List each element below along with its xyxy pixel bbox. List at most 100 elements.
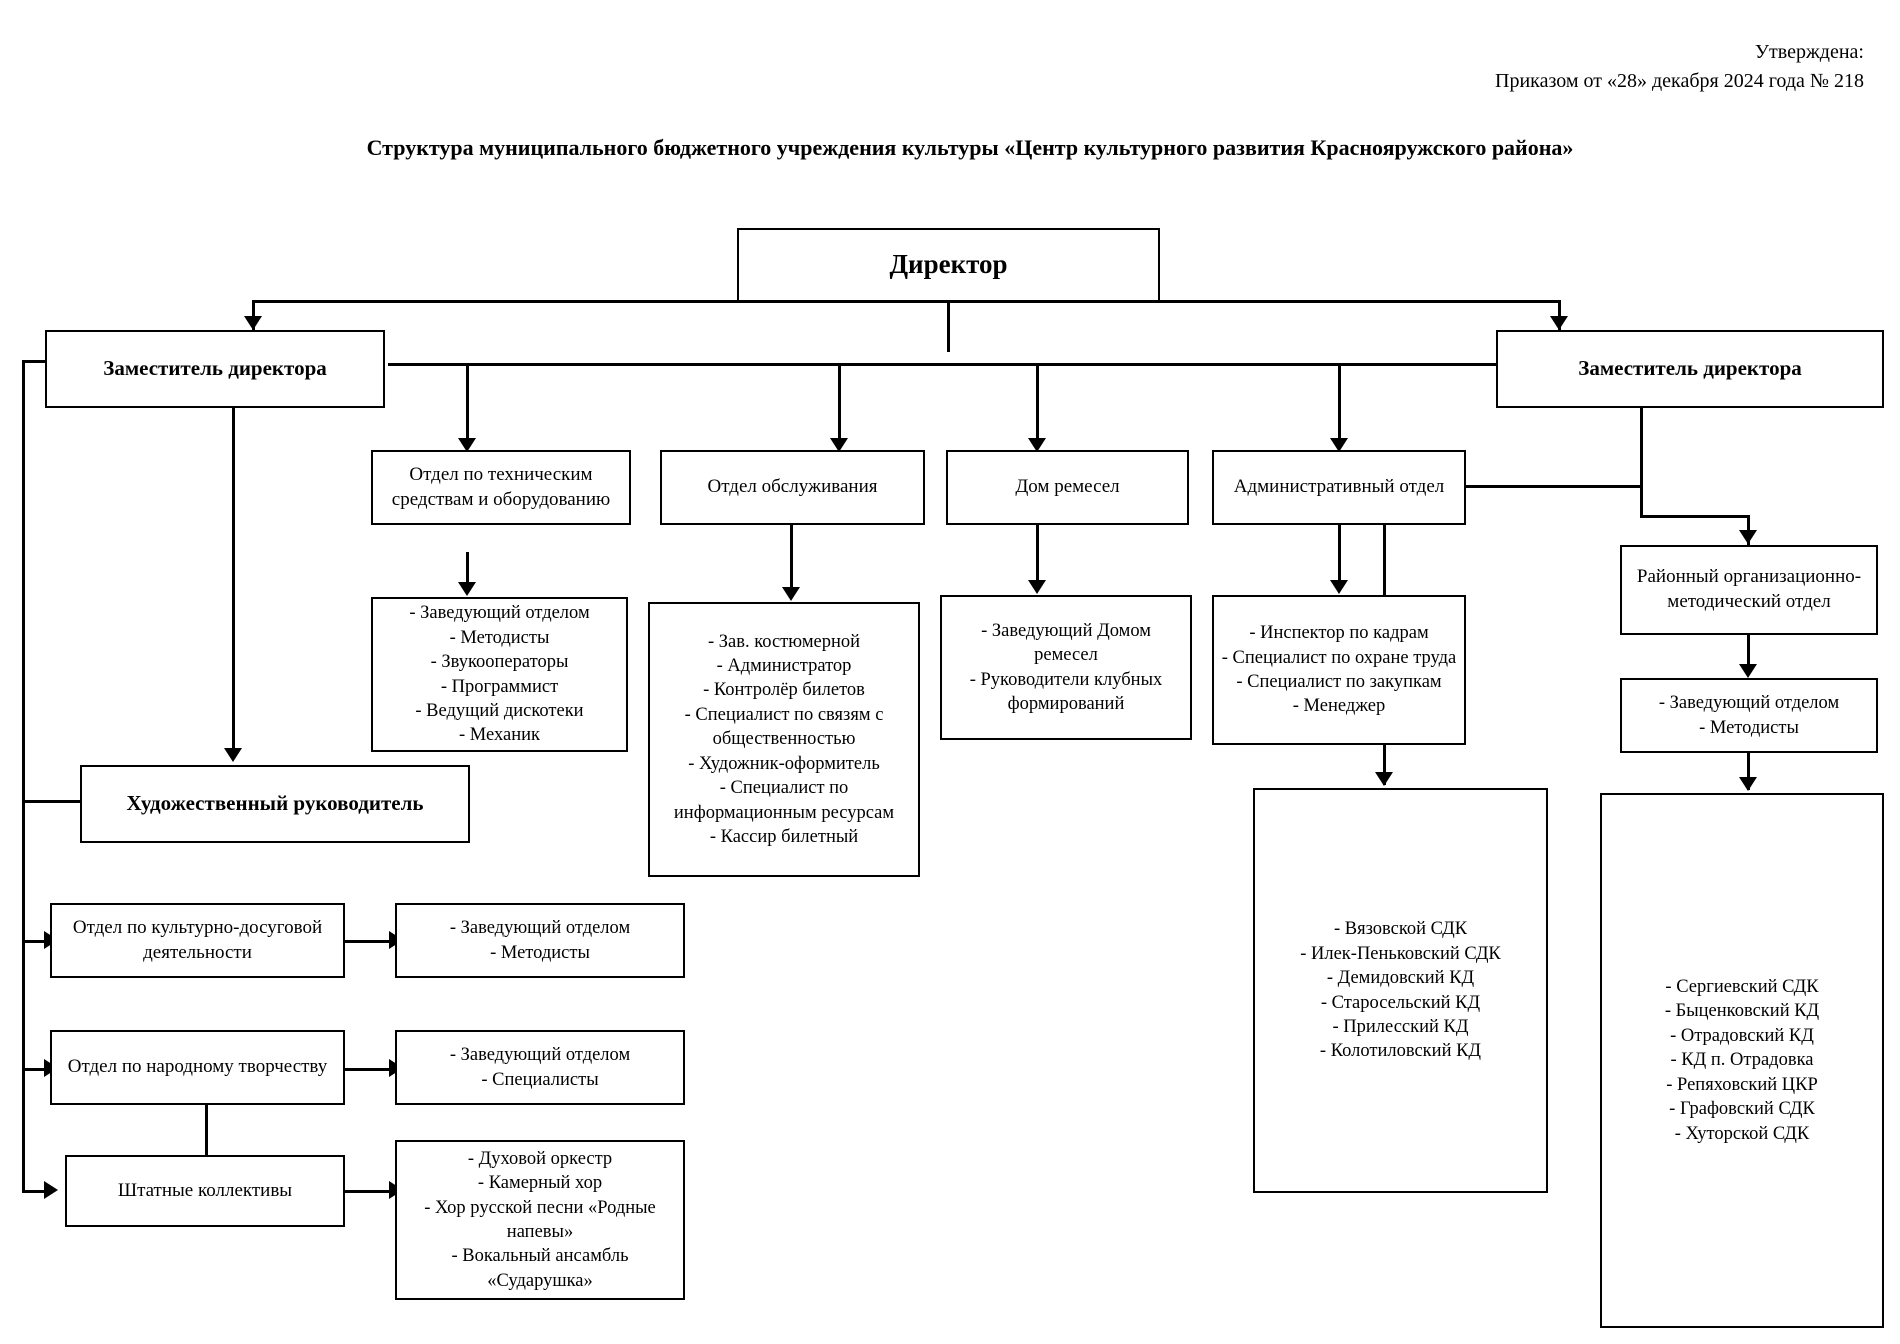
approval-block: Утверждена: Приказом от «28» декабря 202… <box>1495 38 1864 96</box>
list-item: - Методисты <box>449 627 550 648</box>
list-item: - Графовский СДК <box>1669 1099 1815 1120</box>
arrow-admin-staff <box>1330 580 1348 594</box>
node-service-dept[interactable]: Отдел обслуживания <box>660 450 925 525</box>
node-cultural-leisure-dept[interactable]: Отдел по культурно-досуговой деятельност… <box>50 903 345 978</box>
list-cultural-leisure-staff: - Заведующий отделом - Методисты <box>395 903 685 978</box>
connector-drop-crafts <box>1036 363 1039 448</box>
node-admin-dept[interactable]: Административный отдел <box>1212 450 1466 525</box>
connector-left-bus <box>22 360 25 1190</box>
list-item: - КД п. Отрадовка <box>1670 1050 1814 1071</box>
list-item: - Хуторской СДК <box>1674 1123 1810 1144</box>
connector-folk-to-staff <box>345 1068 395 1071</box>
list-item: - Репяховский ЦКР <box>1666 1074 1818 1095</box>
node-deputy-director-right[interactable]: Заместитель директора <box>1496 330 1884 408</box>
list-item: - Специалисты <box>481 1069 599 1090</box>
approved-order: Приказом от «28» декабря 2024 года № 218 <box>1495 70 1864 92</box>
list-item: - Колотиловский КД <box>1319 1041 1482 1062</box>
list-item: - Специалист по закупкам <box>1236 672 1442 692</box>
list-item: - Заведующий Домом ремесел <box>981 620 1151 666</box>
connector-tech-to-staff <box>466 552 469 592</box>
list-item: - Администратор <box>716 656 852 677</box>
list-item: - Вокальный ансамбль «Сударушка» <box>451 1246 629 1291</box>
list-item: - Программист <box>440 676 559 697</box>
arrow-tech-dept <box>458 438 476 452</box>
connector-drop-service <box>838 363 841 448</box>
list-item: - Демидовский КД <box>1326 968 1475 989</box>
connector-director-stem <box>947 300 950 352</box>
list-method-staff: - Заведующий отделом - Методисты <box>1620 678 1878 753</box>
list-item: - Менеджер <box>1292 696 1386 717</box>
list-clubs-center: - Вязовской СДК- Илек-Пеньковский СДК- Д… <box>1253 788 1548 1193</box>
connector-collectives-to-list <box>345 1190 395 1193</box>
connector-drop-admin <box>1338 363 1341 448</box>
folk-staff-lines: - Заведующий отделом- Специалисты <box>403 1043 677 1092</box>
list-item: - Хор русской песни «Родные напевы» <box>424 1197 656 1242</box>
connector-director-to-left-deputy <box>252 300 950 303</box>
node-crafts-house[interactable]: Дом ремесел <box>946 450 1189 525</box>
list-item: - Прилесский КД <box>1332 1016 1469 1037</box>
arrow-art-director <box>224 748 242 762</box>
list-item: - Заведующий отделом <box>449 918 631 939</box>
list-item: - Контролёр билетов <box>703 680 865 701</box>
list-item: - Руководители клубных формирований <box>969 669 1163 714</box>
list-item: - Художник-оформитель <box>688 753 880 774</box>
node-staff-collectives[interactable]: Штатные коллективы <box>65 1155 345 1227</box>
connector-left-deputy-to-art <box>232 408 235 758</box>
node-deputy-director-left[interactable]: Заместитель директора <box>45 330 385 408</box>
node-method-dept[interactable]: Районный организационно-методический отд… <box>1620 545 1878 635</box>
list-item: - Сергиевский СДК <box>1665 977 1819 998</box>
node-director[interactable]: Директор <box>737 228 1160 302</box>
connector-right-deputy-to-method <box>1640 515 1750 518</box>
method-staff-lines: - Заведующий отделом - Методисты <box>1628 691 1870 740</box>
connector-method-to-clubs-right <box>1747 740 1750 790</box>
list-item: - Звукооператоры <box>430 652 569 673</box>
crafts-staff-lines: - Заведующий Домом ремесел- Руководители… <box>948 619 1184 717</box>
connector-admin-to-staff <box>1338 525 1341 590</box>
node-tech-dept[interactable]: Отдел по техническим средствам и оборудо… <box>371 450 631 525</box>
list-item: - Камерный хор <box>477 1173 603 1194</box>
connector-bus-to-folk <box>22 1068 50 1071</box>
service-staff-lines: - Зав. костюмерной- Администратор- Контр… <box>656 630 912 850</box>
connector-department-spine <box>388 363 1502 366</box>
tech-staff-lines: - Заведующий отделом - Методисты - Звукооп… <box>379 601 620 747</box>
node-folk-art-dept[interactable]: Отдел по народному творчеству <box>50 1030 345 1105</box>
connector-method-to-staff <box>1747 634 1750 674</box>
list-item: - Быценковский КД <box>1664 1001 1820 1022</box>
list-collectives: - Духовой оркестр - Камерный хор - Хор рус… <box>395 1140 685 1300</box>
list-item: - Духовой оркестр <box>467 1148 613 1169</box>
collectives-lines: - Духовой оркестр - Камерный хор - Хор рус… <box>403 1147 677 1293</box>
clubs-center-lines: - Вязовской СДК- Илек-Пеньковский СДК- Д… <box>1261 917 1540 1063</box>
connector-right-deputy-stem <box>1640 408 1643 518</box>
list-item: - Механик <box>459 725 540 746</box>
connector-left-bus-top <box>22 360 50 363</box>
node-art-director[interactable]: Художественный руководитель <box>80 765 470 843</box>
list-item: - Ведущий дискотеки <box>415 700 584 721</box>
list-admin-staff: - Инспектор по кадрам- Специалист по охр… <box>1212 595 1466 745</box>
approved-label: Утверждена: <box>1754 41 1864 63</box>
arrow-method-staff <box>1739 664 1757 678</box>
cultural-staff-lines: - Заведующий отделом - Методисты <box>403 916 677 965</box>
list-item: - Отрадовский КД <box>1670 1025 1814 1046</box>
list-crafts-staff: - Заведующий Домом ремесел- Руководители… <box>940 595 1192 740</box>
list-folk-art-staff: - Заведующий отделом- Специалисты <box>395 1030 685 1105</box>
arrow-crafts-house <box>1028 438 1046 452</box>
arrow-service-staff <box>782 587 800 601</box>
connector-director-to-right-deputy <box>947 300 1561 303</box>
list-item: - Специалист по информационным ресурсам <box>673 778 895 823</box>
list-clubs-right: - Сергиевский СДК - Быценковский КД - Отра… <box>1600 793 1884 1328</box>
list-item: - Заведующий отделом <box>409 603 590 624</box>
admin-staff-lines: - Инспектор по кадрам- Специалист по охр… <box>1220 621 1458 719</box>
connector-cultural-to-staff <box>345 940 395 943</box>
list-item: - Методисты <box>490 942 590 963</box>
list-item: - Методисты <box>1699 717 1799 738</box>
page-title: Структура муниципального бюджетного учре… <box>366 135 1574 160</box>
arrow-admin-dept <box>1330 438 1348 452</box>
connector-right-deputy-to-clubs <box>1383 485 1643 488</box>
arrow-tech-staff <box>458 582 476 596</box>
list-service-staff: - Зав. костюмерной- Администратор- Контр… <box>648 602 920 877</box>
arrow-clubs-right <box>1739 777 1757 791</box>
arrow-clubs-center <box>1375 772 1393 786</box>
connector-bus-to-collectives <box>22 1190 50 1193</box>
list-item: - Заведующий отделом <box>1658 693 1840 714</box>
